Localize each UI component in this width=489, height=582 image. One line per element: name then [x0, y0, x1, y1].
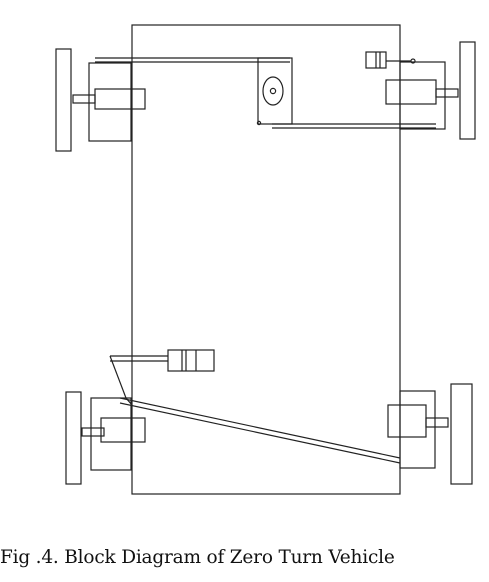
front-right-mount-bracket [399, 61, 446, 130]
cam-pivot [269, 87, 277, 95]
front-left-motor [94, 88, 146, 110]
rear-left-axle [81, 427, 105, 437]
front-left-axle [72, 94, 96, 104]
rear-left-mount-bracket [90, 397, 132, 471]
front-left-wheel-assembly [55, 48, 146, 152]
rear-control-linkage [109, 349, 215, 406]
rear-control-module [167, 349, 215, 372]
rear-left-wheel [65, 391, 82, 485]
front-right-motor [385, 79, 437, 105]
rear-right-axle [425, 417, 449, 428]
rear-tie-rod [119, 397, 401, 464]
rear-right-mount-bracket [399, 390, 436, 469]
front-right-wheel [459, 41, 476, 140]
front-right-wheel-assembly [365, 41, 476, 140]
steering-linkage [95, 57, 436, 129]
rear-right-wheel-assembly [387, 383, 473, 485]
rear-left-wheel-assembly [65, 391, 146, 485]
rear-left-motor [100, 417, 146, 443]
front-left-mount-bracket [88, 62, 132, 142]
cam-ellipse [262, 76, 284, 106]
vehicle-chassis [131, 24, 401, 495]
rear-right-wheel [450, 383, 473, 485]
front-left-wheel [55, 48, 72, 152]
block-diagram [55, 24, 476, 495]
rear-right-motor [387, 404, 427, 438]
figure-caption: Fig .4. Block Diagram of Zero Turn Vehic… [0, 547, 395, 568]
front-right-axle [435, 88, 459, 98]
